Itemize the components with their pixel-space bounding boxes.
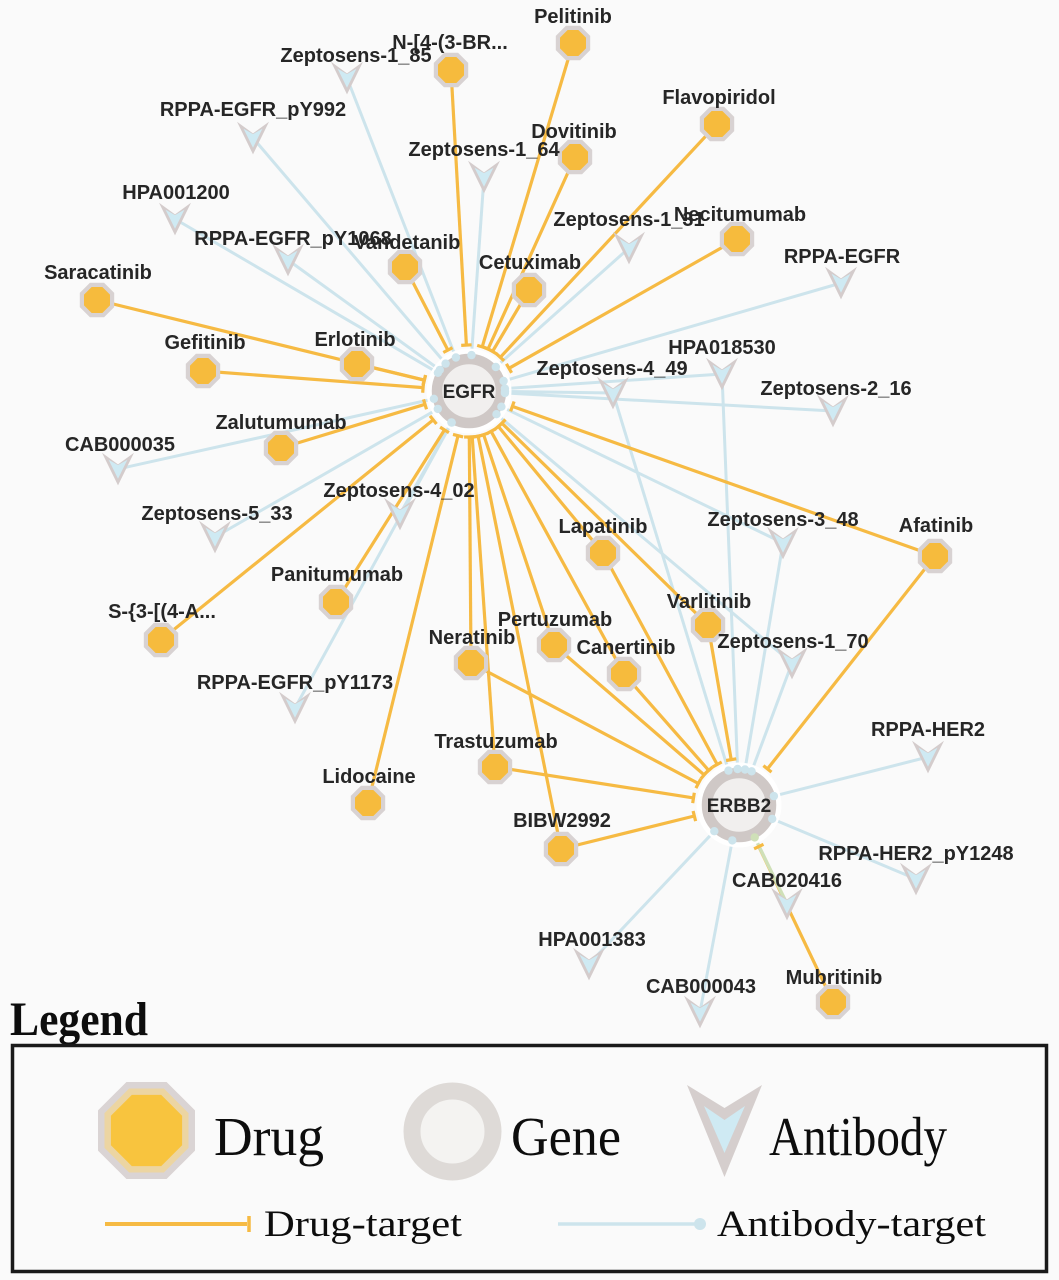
svg-text:Mubritinib: Mubritinib bbox=[786, 967, 883, 989]
svg-text:CAB000043: CAB000043 bbox=[646, 976, 756, 998]
svg-text:BIBW2992: BIBW2992 bbox=[513, 810, 611, 832]
svg-text:Legend: Legend bbox=[10, 993, 148, 1046]
svg-text:Canertinib: Canertinib bbox=[577, 637, 676, 659]
svg-text:Zeptosens-1_85: Zeptosens-1_85 bbox=[280, 45, 431, 67]
svg-text:N-[4-(3-BR...: N-[4-(3-BR... bbox=[392, 32, 508, 54]
svg-text:Drug-target: Drug-target bbox=[264, 1204, 463, 1245]
svg-text:Lapatinib: Lapatinib bbox=[559, 516, 648, 538]
svg-text:HPA018530: HPA018530 bbox=[668, 337, 775, 359]
svg-text:Lidocaine: Lidocaine bbox=[322, 766, 415, 788]
svg-text:Cetuximab: Cetuximab bbox=[479, 252, 581, 274]
svg-text:Drug: Drug bbox=[214, 1106, 324, 1167]
svg-text:Flavopiridol: Flavopiridol bbox=[662, 87, 775, 109]
svg-text:Pertuzumab: Pertuzumab bbox=[498, 609, 612, 631]
svg-text:Zeptosens-5_33: Zeptosens-5_33 bbox=[141, 503, 292, 525]
svg-text:HPA001200: HPA001200 bbox=[122, 182, 229, 204]
svg-text:Varlitinib: Varlitinib bbox=[667, 591, 751, 613]
svg-text:RPPA-EGFR_pY992: RPPA-EGFR_pY992 bbox=[160, 99, 346, 121]
svg-text:Gene: Gene bbox=[511, 1106, 621, 1167]
svg-text:Zeptosens-4_49: Zeptosens-4_49 bbox=[536, 358, 687, 380]
svg-text:Dovitinib: Dovitinib bbox=[531, 121, 617, 143]
svg-text:S-{3-[(4-A...: S-{3-[(4-A... bbox=[108, 601, 216, 623]
svg-text:RPPA-EGFR: RPPA-EGFR bbox=[784, 246, 901, 268]
svg-text:Zeptosens-1_70: Zeptosens-1_70 bbox=[717, 631, 868, 653]
svg-text:HPA001383: HPA001383 bbox=[538, 929, 645, 951]
svg-text:Trastuzumab: Trastuzumab bbox=[434, 731, 557, 753]
svg-text:RPPA-EGFR_pY1068: RPPA-EGFR_pY1068 bbox=[194, 228, 391, 250]
svg-text:Panitumumab: Panitumumab bbox=[271, 564, 403, 586]
svg-text:Necitumumab: Necitumumab bbox=[674, 204, 806, 226]
svg-text:Zeptosens-1_64: Zeptosens-1_64 bbox=[408, 139, 560, 161]
svg-text:Saracatinib: Saracatinib bbox=[44, 262, 152, 284]
svg-text:CAB020416: CAB020416 bbox=[732, 870, 842, 892]
svg-text:Antibody-target: Antibody-target bbox=[717, 1204, 987, 1245]
svg-text:Zeptosens-3_48: Zeptosens-3_48 bbox=[707, 509, 858, 531]
svg-text:Gefitinib: Gefitinib bbox=[164, 332, 245, 354]
svg-text:Pelitinib: Pelitinib bbox=[534, 6, 612, 28]
svg-text:Erlotinib: Erlotinib bbox=[314, 329, 395, 351]
svg-text:Afatinib: Afatinib bbox=[899, 515, 973, 537]
svg-text:RPPA-EGFR_pY1173: RPPA-EGFR_pY1173 bbox=[197, 672, 393, 694]
svg-text:Zeptosens-4_02: Zeptosens-4_02 bbox=[323, 480, 474, 502]
svg-text:Antibody: Antibody bbox=[769, 1106, 947, 1167]
svg-text:CAB000035: CAB000035 bbox=[65, 434, 175, 456]
svg-text:RPPA-HER2: RPPA-HER2 bbox=[871, 719, 985, 741]
svg-text:ERBB2: ERBB2 bbox=[707, 796, 771, 817]
svg-text:Zeptosens-2_16: Zeptosens-2_16 bbox=[760, 378, 911, 400]
svg-text:RPPA-HER2_pY1248: RPPA-HER2_pY1248 bbox=[818, 843, 1013, 865]
svg-text:EGFR: EGFR bbox=[443, 382, 496, 403]
svg-text:Zeptosens-1_31: Zeptosens-1_31 bbox=[553, 209, 704, 231]
svg-text:Zalutumumab: Zalutumumab bbox=[215, 412, 346, 434]
svg-text:Neratinib: Neratinib bbox=[429, 627, 516, 649]
svg-text:Vandetanib: Vandetanib bbox=[354, 232, 461, 254]
